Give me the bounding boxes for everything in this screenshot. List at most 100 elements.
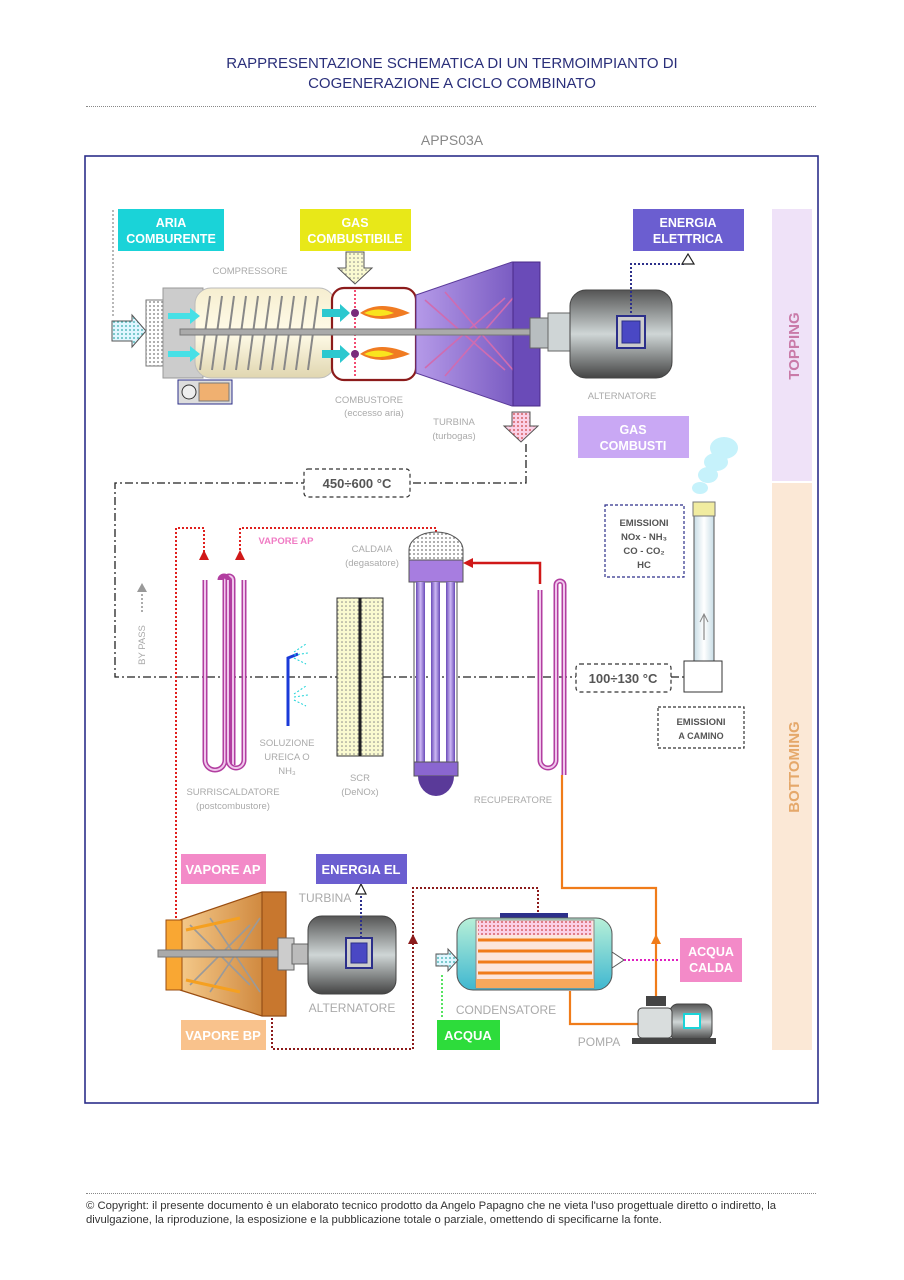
pump-label: POMPA	[578, 1035, 620, 1049]
footer-divider	[86, 1193, 816, 1194]
flame-1-core	[364, 309, 394, 316]
energia-el-box	[316, 854, 407, 884]
energia-label-2: ELETTRICA	[653, 232, 723, 246]
turbina-label: TURBINA	[299, 891, 352, 905]
gas-combusti-box	[578, 416, 689, 458]
gas-combusti-label-1: GAS	[619, 423, 646, 437]
condenser-top-plate	[500, 913, 568, 919]
cold-water-inlet-arrow	[435, 947, 459, 973]
boiler-tube-1	[416, 582, 425, 767]
steam-turbine-flow-2	[185, 978, 241, 994]
diagram-frame	[84, 155, 819, 1104]
emissioni-camino-label-1: EMISSIONI	[676, 717, 725, 728]
aria-label-1: ARIA	[156, 216, 187, 230]
urea-spray-2	[293, 685, 309, 707]
gas-comb-label-2: COMBUSTIBILE	[307, 232, 402, 246]
pump-valve	[646, 996, 666, 1006]
scr-block-1	[336, 597, 361, 757]
superheater-coil-2-inner	[227, 580, 245, 769]
bypass-label: BY PASS	[137, 625, 148, 665]
emissioni-label-3: CO - CO₂	[623, 546, 664, 557]
topping-label: TOPPING	[786, 312, 803, 379]
emissioni-label-4: HC	[637, 560, 651, 571]
steam-bp-arrowhead	[408, 934, 418, 944]
superheater-label-2: (postcombustore)	[196, 801, 270, 812]
gas-combustibile-box	[300, 209, 411, 251]
aria-comburente-box	[118, 209, 224, 251]
pump-base	[632, 1038, 716, 1044]
energia-el-bottom-label: ENERGIA EL	[322, 862, 401, 877]
temp-high-label: 450÷600 °C	[323, 476, 392, 491]
document-code: APPS03A	[420, 132, 484, 148]
fuel-injector-1	[351, 309, 359, 317]
emissioni-label-1: EMISSIONI	[619, 518, 668, 529]
feedwater-up-arrowhead	[651, 934, 661, 944]
emissioni-label-2: NOx - NH₃	[621, 532, 667, 543]
steam-bp-line	[271, 887, 539, 1050]
combustor-label-1: COMBUSTORE	[335, 395, 403, 406]
compressor-label: COMPRESSORE	[213, 266, 288, 277]
boiler-mud-drum	[418, 776, 454, 796]
header-divider	[86, 106, 816, 107]
temp-high-box	[303, 468, 411, 498]
aria-label-2: COMBURENTE	[126, 232, 216, 246]
combustor-label-2: (eccesso aria)	[344, 408, 404, 419]
compressor-flow-arrow-2	[168, 346, 200, 362]
emissioni-box	[604, 504, 685, 578]
urea-label-1: SOLUZIONE	[260, 738, 315, 749]
boiler-drum	[408, 531, 464, 561]
recuperator-coil-inner	[539, 580, 565, 775]
condensate-pipe	[568, 991, 640, 1026]
vapore-bp-box	[181, 1020, 266, 1050]
boiler-drum-water	[408, 559, 464, 583]
electric-output-line	[630, 263, 686, 317]
steam-turbine-arrowhead	[199, 550, 209, 560]
combustor-air-arrow-2	[322, 345, 350, 363]
steam-ap-arrowhead	[235, 550, 245, 560]
vapore-bp-label: VAPORE BP	[185, 1028, 261, 1043]
scr-label-2: (DeNOx)	[341, 787, 378, 798]
urea-injector	[286, 652, 299, 726]
air-inlet-arrow	[111, 313, 147, 349]
starter-motor-disc	[181, 384, 197, 400]
gas-comb-label-1: GAS	[341, 216, 368, 230]
exhaust-arrow	[502, 411, 540, 443]
gas-turbine-label-2: (turbogas)	[432, 431, 475, 442]
steam-turbine-flow-1	[185, 916, 241, 932]
shaft-coupling	[529, 317, 551, 349]
pump-motor-box	[683, 1013, 701, 1029]
alternator-bottom-label: ALTERNATORE	[309, 1001, 396, 1015]
page-title: RAPPRESENTAZIONE SCHEMATICA DI UN TERMOI…	[0, 54, 904, 94]
boiler-tube-2	[431, 582, 440, 767]
alternator-bottom-inner	[350, 942, 368, 964]
vapore-ap-top-label: VAPORE AP	[259, 536, 315, 547]
boiler-label-1: CALDAIA	[352, 544, 393, 555]
vapore-ap-bottom-label: VAPORE AP	[185, 862, 260, 877]
recuperator-coil	[537, 578, 567, 775]
temp-low-label: 100÷130 °C	[589, 671, 658, 686]
steam-to-turbine-line	[175, 527, 205, 920]
bypass-arrowhead	[137, 583, 147, 592]
scr-label-1: SCR	[350, 773, 370, 784]
fuel-inlet-arrow	[336, 251, 374, 285]
urea-label-3: NH₃	[278, 766, 296, 777]
scr-block-2	[359, 597, 384, 757]
shaft-coupling-2	[547, 312, 571, 352]
fuel-injector-2	[351, 350, 359, 358]
exhaust-line	[114, 444, 690, 678]
combustor-air-arrow-1	[322, 304, 350, 322]
feedwater-to-drum-line	[470, 561, 542, 584]
condenser-hotwell	[476, 979, 594, 988]
compressor-filter	[145, 299, 165, 367]
condenser-label: CONDENSATORE	[456, 1003, 556, 1017]
bottoming-band	[772, 483, 812, 1050]
steam-turbine-coupling-2	[291, 943, 311, 965]
emissioni-camino-box	[657, 706, 745, 749]
title-line-2: COGENERAZIONE A CICLO COMBINATO	[308, 75, 596, 92]
urea-label-2: UREICA O	[264, 752, 309, 763]
compressor-flow-arrow-1	[168, 308, 200, 324]
stack-flow-arrowhead	[699, 612, 709, 623]
condenser-outlet-cone	[611, 951, 625, 969]
gas-combusti-label-2: COMBUSTI	[600, 439, 667, 453]
